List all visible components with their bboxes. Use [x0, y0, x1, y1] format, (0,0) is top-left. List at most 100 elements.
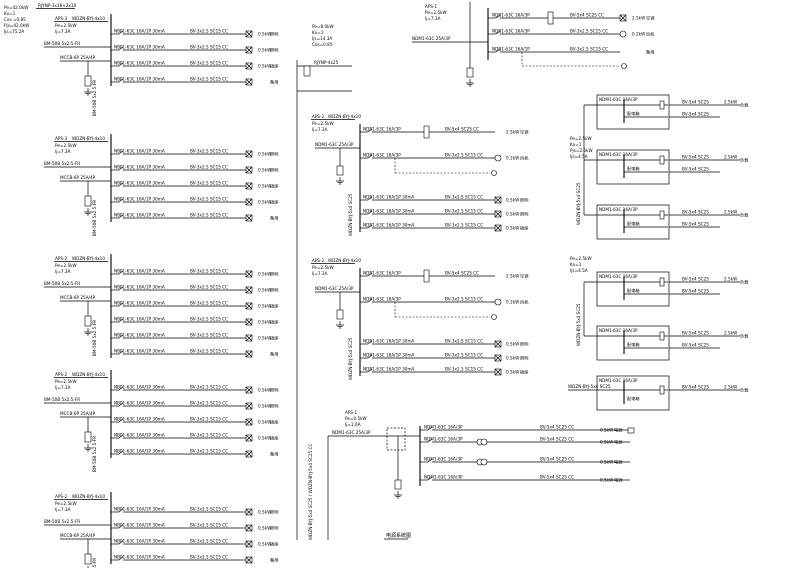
right-top-box1-note: 配电箱: [627, 165, 640, 172]
panel2-branch1-breaker: NBP1-63C 16A/1P 30mA: [114, 285, 165, 290]
panel4-branch0-label: 照明: [270, 510, 278, 516]
bottom-branch2-breaker: NDM1-63C 16A/3P: [424, 457, 463, 462]
panel0-branch1-switch: [118, 46, 124, 51]
panel3-branch3-breaker: NBP1-63C 16A/1P 30mA: [114, 433, 165, 438]
panel1-param1: Ij=7.3A: [55, 149, 71, 154]
panel2-incomer: BM-50B 5x2.5-FR: [44, 281, 80, 286]
mid1-dash-end: [491, 314, 497, 320]
panel1-branch2-label: 插座: [270, 183, 278, 190]
panel1-branch1-breaker: NBP1-63C 16A/1P 30mA: [114, 165, 165, 170]
right-top-box0-breaker: NDM1-63C 16A/3P: [599, 97, 638, 102]
mid0-riser: WDZN-BYJ-5x4 SC25: [348, 193, 353, 236]
panel3-branch3-cable: BV-3x2.5 SC15 CC: [190, 433, 228, 438]
panel0-param1: Ij=7.3A: [55, 29, 71, 34]
right-top-box2-cable: BV-5x4 SC25: [682, 210, 709, 215]
panel0-cable: WDZN-BYJ-4x10: [72, 16, 105, 21]
mid1-branch1-switch: [367, 298, 373, 303]
bottom-branch2-label: 电源: [614, 459, 623, 466]
top-center-branch0-kw: 2.5kW: [632, 16, 645, 21]
panel4-branch2-kw: 0.5kW: [258, 542, 271, 547]
panel3-branch2-breaker: NBP1-63C 16A/1P 30mA: [114, 417, 165, 422]
mid0-branch4-breaker: NDB1-63C 16A/1P 30mA: [363, 223, 415, 228]
panel2-branch0-breaker: NBP1-63C 16A/1P 30mA: [114, 269, 165, 274]
mid0-branch2-label: 照明: [520, 198, 528, 204]
panel1-branch3-cable: BV-3x2.5 SC15 CC: [190, 197, 228, 202]
panel1-branch3-label: 插座: [270, 199, 278, 206]
panel2-riser-label: BM-50B 5x2.5-FR: [92, 320, 97, 356]
mid1-riser: WDZN-BYJ-5x4 SC25: [348, 337, 353, 380]
mid1-branch0-kw: 2.5kW: [506, 274, 519, 279]
top-center-param1: Ij=7.3A: [425, 16, 441, 21]
panel2-branch2-switch: [118, 302, 124, 307]
top-center-branch0-load-box: [547, 11, 554, 25]
mid0-branch0-kw: 2.5kW: [506, 130, 519, 135]
panel2-branch5-load-x2: [245, 350, 253, 358]
panel1-branch1-label: 照明: [270, 168, 278, 174]
panel0-branch1-label: 照明: [270, 48, 278, 54]
panel1-branch4-breaker: NBP1-63C 16A/1P 30mA: [114, 213, 165, 218]
right-top-box2-frame: [596, 204, 670, 240]
panel3-branch1-label: 照明: [270, 404, 278, 410]
right-top-box1-cable: BV-5x4 SC25: [682, 155, 709, 160]
top-center-branch0-cable: BV-5x4 SC25 CC: [570, 13, 604, 18]
mid-top-incomer: RJYNP-4x25: [314, 60, 339, 65]
panel3-branch4-load-x2: [245, 450, 253, 458]
mid0-branch3-load-x2: [494, 210, 502, 218]
mid1-branch2-kw: 0.5kW: [506, 342, 519, 347]
top-left-note-0: Pe=42.0kW: [4, 5, 28, 10]
panel0-branch0-label: 照明: [270, 32, 278, 38]
mid0-main-breaker: NDM1-63C 25A/3P: [315, 142, 354, 147]
mid0-branch1-cable: BV-3x2.5 SC15 CC: [445, 153, 483, 158]
panel2-branch0-load-x2: [245, 270, 253, 278]
bottom-branch1-tx-b: [480, 438, 488, 446]
mid0-branch3-kw: 0.5kW: [506, 212, 519, 217]
panel4-main-breaker: MCCB-6P 25A/4P: [60, 533, 96, 538]
right-single-kw: 2.5kW: [724, 385, 737, 390]
panel4-param0: Pe=2.5kW: [55, 501, 77, 506]
panel1-param0: Pe=2.5kW: [55, 143, 77, 148]
panel0-main-breaker: MCCB-6P 25A/4P: [60, 55, 96, 60]
panel0-branch1-load-x2: [245, 46, 253, 54]
bottom-branch3-kw: 0.5kW: [600, 478, 613, 483]
panel4-incomer: BM-50B 5x2.5-FR: [44, 519, 80, 524]
right-mid-box1-cable2: BV-5x4 SC25: [682, 343, 709, 348]
mid1-branch4-label: 插座: [520, 369, 528, 376]
panel1-branch1-load-x2: [245, 166, 253, 174]
top-center-branch2-cable: BV-3x2.5 SC15 CC: [570, 47, 608, 52]
bottom-branch0-breaker: NDM1-63C 16A/3P: [424, 425, 463, 430]
panel2-branch3-label: 插座: [270, 319, 278, 326]
panel2-id: APS-2: [55, 256, 68, 261]
panel0-riser-label: BM-50B 5x2.5-FR: [92, 80, 97, 116]
bottom-branch2-cable: BV-5x4 SC25 CC: [540, 457, 574, 462]
bottom-branch2-tx-b: [480, 458, 488, 466]
top-center-branch0-load-x2: [619, 14, 627, 22]
mid0-branch4-switch: [367, 224, 373, 229]
mid1-branch3-breaker: NDB1-63C 16A/1P 30mA: [363, 353, 415, 358]
top-left-note-2: Cos =0.85: [4, 17, 26, 22]
mid-top-param3: Cos=0.85: [312, 42, 333, 47]
mid1-branch0-breaker: NDB1-63C 16A/3P: [363, 271, 401, 276]
panel2-branch3-switch: [118, 318, 124, 323]
right-single-label: 负载: [740, 387, 749, 394]
right-top-param3: Ijs=4.5A: [570, 154, 588, 159]
panel2-branch4-kw: 0.5kW: [258, 336, 271, 341]
mid0-branch0-load-box: [423, 125, 430, 139]
panel2-branch4-switch: [118, 334, 124, 339]
panel2-branch5-cable: BV-3x2.5 SC15 CC: [190, 349, 228, 354]
right-top-box0-frame: [596, 94, 670, 130]
panel0-branch0-switch: [118, 30, 124, 35]
right-top-box1-kw: 2.5kW: [724, 155, 737, 160]
mid1-branch1-label: 风机: [520, 299, 529, 306]
bottom-main: NDM1-63C 25A/3P: [332, 430, 371, 435]
panel2-branch4-label: 插座: [270, 335, 278, 342]
panel4-branch1-kw: 0.5kW: [258, 526, 271, 531]
mid1-branch2-breaker: NDB1-63C 16A/1P 30mA: [363, 339, 415, 344]
bottom-branch1-switch: [427, 438, 433, 443]
mid1-branch4-load-x2: [494, 368, 502, 376]
mid1-branch3-cable: BV-3x2.5 SC15 CC: [445, 353, 483, 358]
panel2-branch0-switch: [118, 270, 124, 275]
panel0-branch1-cable: BV-3x2.5 SC15 CC: [190, 45, 228, 50]
mid0-branch1-load-circle: [494, 154, 502, 162]
panel1-branch1-kw: 0.5kW: [258, 168, 271, 173]
panel3-param1: Ij=7.3A: [55, 385, 71, 390]
